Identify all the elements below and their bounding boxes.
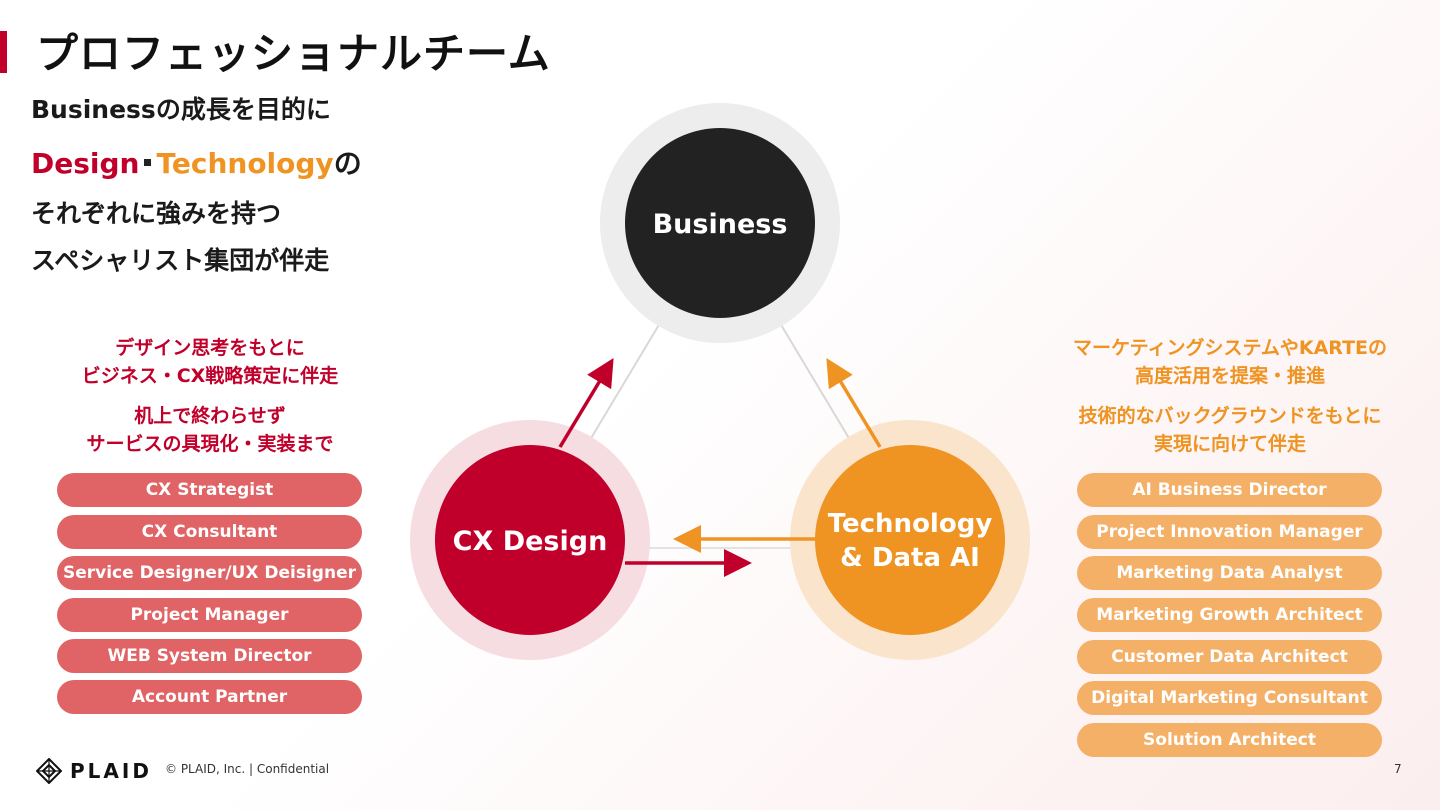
role-pill: Project Innovation Manager [1077, 515, 1382, 549]
tech-description-1: マーケティングシステムやKARTEの 高度活用を提案・推進 [1050, 334, 1410, 390]
cx-description-2-line-2: サービスの具現化・実装まで [86, 433, 334, 455]
role-pill: CX Strategist [57, 473, 362, 507]
headline-line-2: Design Technologyの [31, 142, 362, 182]
plaid-logo-icon [36, 758, 62, 784]
tech-description-2: 技術的なバックグラウンドをもとに 実現に向けて伴走 [1050, 402, 1410, 458]
team-triangle-diagram: Business CX Design Technology & Data AI [410, 103, 1030, 660]
cx-description-2-line-1: 机上で終わらせず [134, 405, 286, 427]
technology-circle [815, 445, 1005, 635]
role-pill: Customer Data Architect [1077, 640, 1382, 674]
tech-description-1-line-2: 高度活用を提案・推進 [1134, 365, 1325, 387]
copyright-text: © PLAID, Inc. | Confidential [165, 762, 330, 776]
technology-label-line-1: Technology [828, 509, 993, 539]
tech-to-business-arrow [826, 358, 882, 448]
role-pill: Project Manager [57, 598, 362, 632]
headline-line-1: Businessの成長を目的に [31, 95, 331, 124]
cx-description-1-line-2: ビジネス・CX戦略策定に伴走 [81, 365, 339, 387]
business-label: Business [653, 209, 788, 240]
role-pill: Service Designer/UX Deisigner [57, 556, 362, 590]
role-pill: Marketing Data Analyst [1077, 556, 1382, 590]
cx-description-1: デザイン思考をもとに ビジネス・CX戦略策定に伴走 [40, 334, 380, 390]
tech-description-2-line-1: 技術的なバックグラウンドをもとに [1078, 405, 1382, 427]
page-number: 7 [1394, 762, 1402, 776]
headline-line-2-suffix: の [333, 147, 362, 180]
role-pill: CX Consultant [57, 515, 362, 549]
role-pill: Account Partner [57, 680, 362, 714]
separator-dot [144, 158, 152, 166]
tech-description-2-line-2: 実現に向けて伴走 [1153, 433, 1306, 455]
business-circle [625, 128, 815, 318]
cx-description-1-line-1: デザイン思考をもとに [115, 337, 305, 359]
cx-design-label: CX Design [453, 526, 608, 557]
technology-word: Technology [156, 147, 334, 180]
role-pill: AI Business Director [1077, 473, 1382, 507]
plaid-logo: PLAID [36, 758, 152, 784]
role-pill: WEB System Director [57, 639, 362, 673]
cx-design-circle [435, 445, 625, 635]
plaid-logo-text: PLAID [70, 759, 152, 783]
headline-line-3: それぞれに強みを持つ [31, 199, 282, 228]
role-pill: Digital Marketing Consultant [1077, 681, 1382, 715]
headline-line-4: スペシャリスト集団が伴走 [31, 246, 330, 275]
cx-description-2: 机上で終わらせず サービスの具現化・実装まで [40, 402, 380, 458]
title-accent-bar [0, 31, 7, 73]
page-title: プロフェッショナルチーム [36, 29, 551, 78]
cx-to-business-arrow [558, 358, 614, 448]
design-word: Design [31, 147, 140, 180]
role-pill: Marketing Growth Architect [1077, 598, 1382, 632]
role-pill: Solution Architect [1077, 723, 1382, 757]
technology-label-line-2: & Data AI [840, 543, 980, 573]
tech-description-1-line-1: マーケティングシステムやKARTEの [1072, 337, 1388, 359]
